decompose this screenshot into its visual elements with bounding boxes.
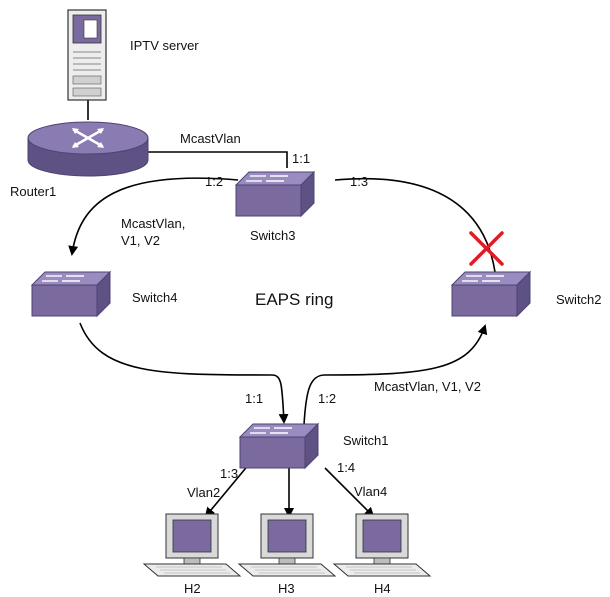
computer-icon-h2	[143, 513, 241, 577]
server-label: IPTV server	[130, 38, 199, 53]
server-icon	[67, 9, 107, 101]
ring-arc-switch3-switch2	[334, 177, 496, 273]
h4-label: H4	[374, 581, 391, 596]
switch2-icon	[451, 271, 531, 317]
left-arc-label-line2: V1, V2	[121, 233, 160, 248]
left-arc-label-line1: McastVlan,	[121, 216, 185, 231]
switch3-icon	[235, 171, 315, 217]
right-arc-label: McastVlan, V1, V2	[374, 379, 481, 394]
switch3-port-up-label: 1:1	[292, 151, 310, 166]
computer-icon-h3	[238, 513, 336, 577]
switch1-port-h2-label: 1:3	[220, 466, 238, 481]
switch3-label: Switch3	[250, 228, 296, 243]
switch3-port-right-label: 1:3	[350, 174, 368, 189]
router-switch3-link	[147, 151, 288, 168]
h2-label: H2	[184, 581, 201, 596]
ring-arc-switch3-switch4	[68, 177, 239, 256]
switch2-label: Switch2	[556, 292, 602, 307]
switch4-icon	[31, 271, 111, 317]
switch4-label: Switch4	[132, 290, 178, 305]
router-label: Router1	[10, 184, 56, 199]
blocked-port-x-icon	[469, 231, 504, 266]
switch1-label: Switch1	[343, 433, 389, 448]
ring-arc-switch1-switch2	[303, 324, 488, 426]
ring-arc-switch4-switch1	[79, 322, 289, 424]
switch1-h4-link	[324, 467, 375, 518]
switch1-port-right-label: 1:2	[318, 391, 336, 406]
switch1-icon	[239, 423, 319, 469]
vlan4-label: Vlan4	[354, 484, 387, 499]
switch1-port-h4-label: 1:4	[337, 460, 355, 475]
router-icon	[27, 121, 149, 177]
router-link-label: McastVlan	[180, 131, 241, 146]
h3-label: H3	[278, 581, 295, 596]
computer-icon-h4	[333, 513, 431, 577]
switch1-h2-link	[204, 462, 251, 518]
ring-label: EAPS ring	[255, 290, 333, 309]
vlan2-label: Vlan2	[187, 485, 220, 500]
switch3-port-left-label: 1:2	[205, 174, 223, 189]
switch1-port-left-label: 1:1	[245, 391, 263, 406]
